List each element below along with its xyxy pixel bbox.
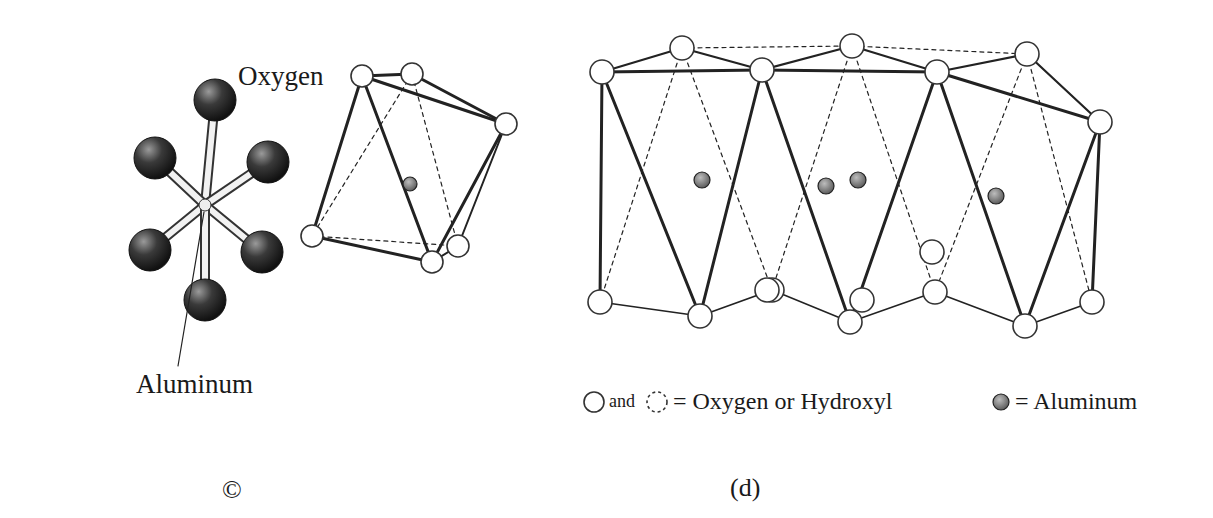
legend-text: = Oxygen or Hydroxyl	[673, 388, 893, 414]
oxygen-ball	[194, 79, 236, 121]
edge	[762, 70, 937, 72]
hidden-edge	[772, 46, 852, 290]
hidden-edge	[682, 46, 852, 48]
edge	[362, 76, 506, 124]
edge	[850, 72, 937, 322]
oxygen-atom	[750, 58, 774, 82]
oxygen-atom	[351, 65, 373, 87]
label-text: (d)	[730, 474, 760, 503]
leader-line	[178, 212, 204, 366]
oxygen-ball	[134, 137, 176, 179]
edge	[937, 72, 1100, 122]
aluminum-atom	[403, 177, 417, 191]
oxygen-atom	[1015, 42, 1039, 66]
edge	[600, 302, 700, 316]
aluminum-atom	[988, 188, 1004, 204]
label-text: and	[609, 392, 635, 412]
oxygen-atom	[495, 113, 517, 135]
oxygen-atom	[688, 304, 712, 328]
aluminum-atom	[850, 172, 866, 188]
edge	[602, 70, 762, 72]
oxygen-atom	[590, 60, 614, 84]
hidden-edge	[412, 74, 458, 246]
edge	[1027, 54, 1100, 122]
hidden-edge	[1027, 54, 1092, 302]
legend-text: = Aluminum	[1015, 388, 1137, 414]
edge	[412, 74, 506, 124]
edge	[937, 54, 1027, 72]
edge	[362, 76, 432, 262]
oxygen-atom	[301, 225, 323, 247]
hidden-edge	[682, 48, 772, 290]
edge	[432, 124, 506, 262]
oxygen-atom	[421, 251, 443, 273]
edge	[1092, 122, 1100, 302]
label-text: ©	[222, 476, 242, 505]
hidden-edge	[312, 74, 412, 236]
oxygen-atom	[838, 310, 862, 334]
aluminum-atom	[694, 172, 710, 188]
aluminum-center	[199, 199, 211, 211]
oxygen-ball	[184, 279, 226, 321]
oxygen-ball	[241, 231, 283, 273]
edge	[762, 46, 852, 70]
edge	[602, 72, 700, 316]
label-text: Oxygen	[238, 62, 323, 92]
oxygen-atom	[1088, 110, 1112, 134]
oxygen-ball	[247, 141, 289, 183]
oxygen-atom	[920, 240, 944, 264]
edge	[458, 124, 506, 246]
hidden-edge	[852, 46, 1027, 54]
hidden-edge	[935, 54, 1027, 292]
oxygen-atom	[588, 290, 612, 314]
aluminum-atom	[993, 394, 1009, 410]
oxygen-ball	[129, 229, 171, 271]
edge	[700, 70, 762, 316]
oxygen-atom	[840, 34, 864, 58]
edge	[312, 76, 362, 236]
oxygen-atom	[1080, 290, 1104, 314]
aluminum-atom	[818, 178, 834, 194]
edge	[600, 72, 602, 302]
oxygen-atom	[755, 278, 779, 302]
oxygen-atom	[923, 280, 947, 304]
edge	[937, 72, 1025, 326]
oxygen-atom	[925, 60, 949, 84]
oxygen-atom	[401, 63, 423, 85]
oxygen-atom	[850, 288, 874, 312]
hidden-edge	[600, 48, 682, 302]
oxygen-atom	[647, 392, 667, 412]
edge	[935, 292, 1025, 326]
label-text: Aluminum	[136, 370, 253, 400]
oxygen-atom	[447, 235, 469, 257]
oxygen-atom	[670, 36, 694, 60]
hidden-edge	[312, 236, 458, 246]
oxygen-atom	[584, 392, 604, 412]
oxygen-atom	[1013, 314, 1037, 338]
